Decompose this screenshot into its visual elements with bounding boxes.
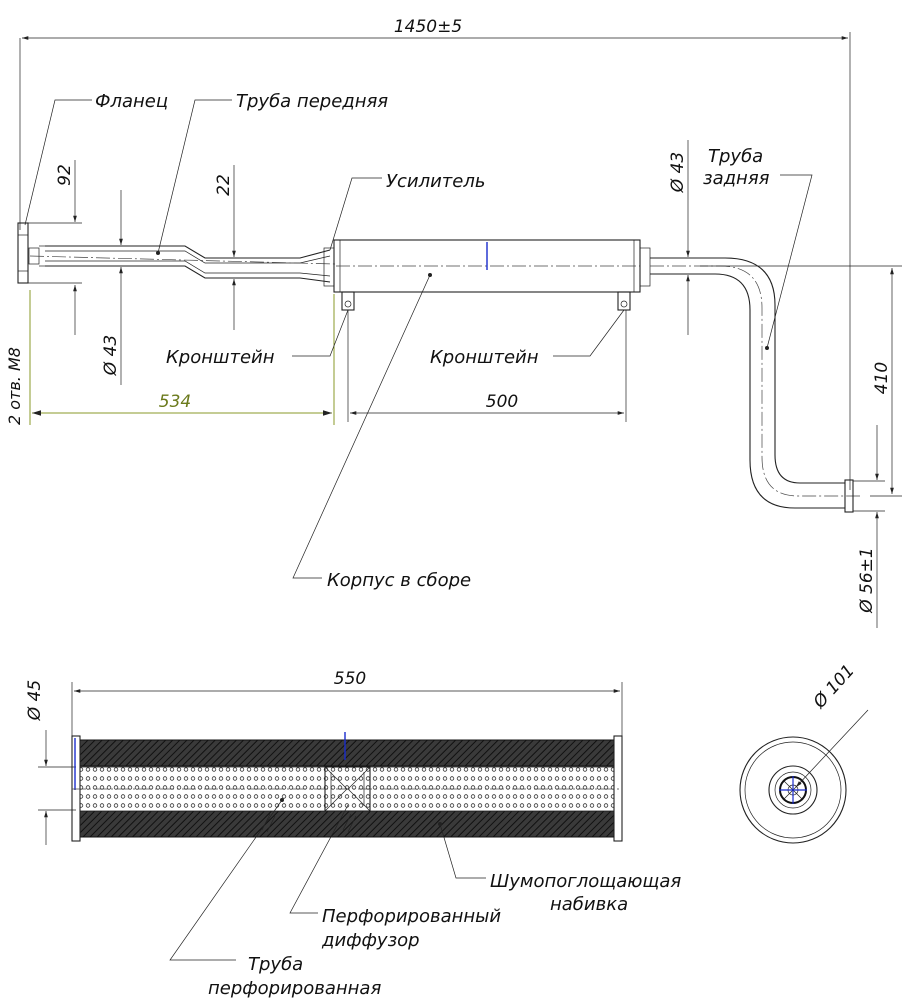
overall-length-text: 1450±5	[394, 17, 462, 37]
section-view: 550 Ø 45	[25, 669, 623, 845]
flange-label: Фланец	[95, 91, 168, 112]
inner-dia-text: Ø 45	[25, 680, 45, 721]
end-view: Ø 101	[739, 661, 869, 844]
neck-dimension: 22	[214, 165, 236, 330]
muffler-body	[323, 239, 651, 311]
front-pipe-diameter-dimension: Ø 43	[101, 190, 123, 385]
leaders-top: Фланец Труба передняя Усилитель Труба за…	[5, 91, 813, 591]
reinforcer-label: Усилитель	[386, 171, 485, 192]
front-pipe	[29, 245, 336, 283]
body-dia-text: Ø 101	[809, 661, 859, 713]
flange-dim-text: 92	[55, 164, 75, 186]
sound-absorbing-label-1: Шумопоглощающая	[490, 871, 681, 892]
front-length-text: 534	[159, 392, 191, 412]
holes-label: 2 отв. М8	[5, 347, 24, 425]
rear-pipe-dia-text: Ø 43	[668, 152, 688, 193]
bracket-right-label: Кронштейн	[430, 347, 539, 368]
front-pipe-dia-text: Ø 43	[101, 335, 121, 376]
rear-pipe-label-1: Труба	[708, 146, 763, 167]
perforated-pipe-label-1: Труба	[248, 954, 303, 975]
outlet-diameter-dimension: Ø 56±1	[853, 425, 885, 628]
body-assembly-label: Корпус в сборе	[327, 570, 471, 591]
rear-drop-text: 410	[872, 362, 892, 394]
rear-pipe-diameter-dimension: Ø 43	[668, 140, 690, 335]
sound-absorbing-label-2: набивка	[550, 894, 628, 915]
front-length-dimension: 534	[29, 290, 335, 425]
overall-length-dimension: 1450±5	[19, 17, 851, 490]
rear-drop-dimension: 410	[700, 265, 902, 497]
leaders-bottom: Шумопоглощающая набивка Перфорированный …	[169, 799, 681, 999]
bracket-left-label: Кронштейн	[166, 347, 275, 368]
body-length-text: 500	[486, 392, 518, 412]
inner-length-text: 550	[334, 669, 366, 689]
outlet-dia-text: Ø 56±1	[857, 547, 877, 613]
neck-dia-text: 22	[214, 174, 234, 196]
flange-dimension: 92	[28, 160, 82, 335]
perforated-diffuser-label-2: диффузор	[321, 930, 420, 951]
body-length-dimension: 500	[347, 310, 627, 422]
front-pipe-label: Труба передняя	[236, 91, 388, 112]
rear-pipe	[650, 257, 860, 513]
perforated-diffuser-label-1: Перфорированный	[322, 906, 501, 927]
perforated-pipe-label-2: перфорированная	[208, 978, 381, 999]
rear-pipe-label-2: задняя	[703, 168, 770, 189]
flange	[17, 222, 45, 284]
